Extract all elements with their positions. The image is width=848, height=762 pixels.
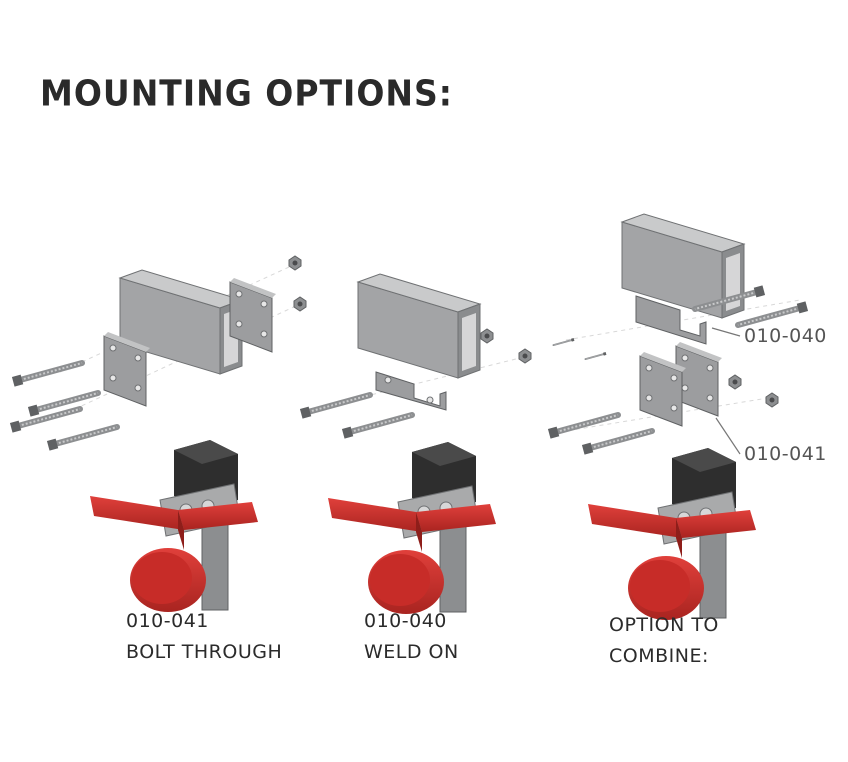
weld-on-part-number: 010-040 xyxy=(364,610,447,632)
combined-assembly xyxy=(548,213,808,621)
combine-caption: OPTION TO COMBINE: xyxy=(609,610,719,672)
combine-line-1: OPTION TO xyxy=(609,614,719,636)
weld-on-caption: 010-040 WELD ON xyxy=(364,606,459,668)
weld-on-assembly xyxy=(300,273,532,615)
bolt-through-label: BOLT THROUGH xyxy=(126,641,283,663)
weld-on-label: WELD ON xyxy=(364,641,459,663)
bolt-through-assembly xyxy=(10,255,307,613)
callout-010-041: 010-041 xyxy=(744,443,827,465)
page-title: MOUNTING OPTIONS: xyxy=(40,72,453,115)
bolt-through-caption: 010-041 BOLT THROUGH xyxy=(126,606,282,668)
bolt-through-part-number: 010-041 xyxy=(126,610,209,632)
combine-line-2: COMBINE: xyxy=(609,645,709,667)
callout-010-040: 010-040 xyxy=(744,325,827,347)
